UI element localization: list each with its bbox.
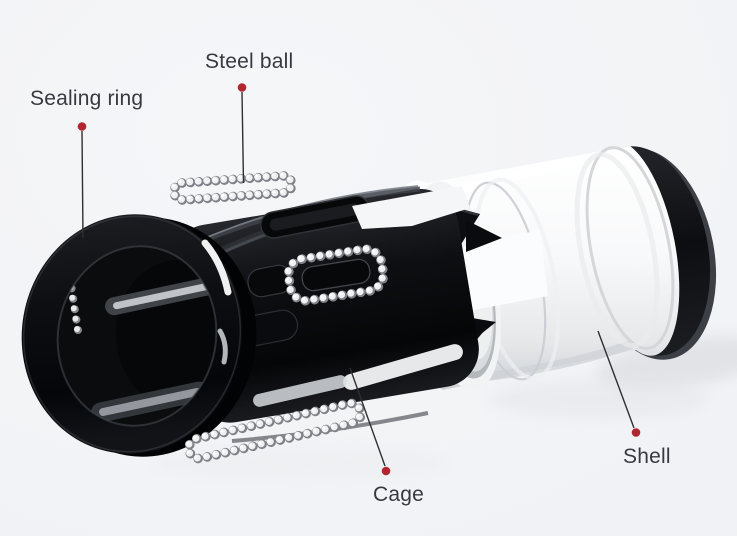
label-steel-ball: Steel ball xyxy=(205,50,294,73)
steel-ball-loop-middle xyxy=(284,245,385,303)
label-cage: Cage xyxy=(373,483,425,506)
callout-dots xyxy=(77,83,641,476)
callout-dot-shell xyxy=(631,428,641,437)
callout-dot-sealing-ring xyxy=(77,122,87,131)
callouts xyxy=(81,91,635,467)
leader-line-steel-ball xyxy=(241,91,245,184)
leader-line-cage xyxy=(349,367,386,467)
callout-dot-cage xyxy=(381,466,391,476)
label-sealing-ring: Sealing ring xyxy=(30,87,144,110)
sealing-ring-part xyxy=(21,214,257,457)
callout-dot-steel-ball xyxy=(237,83,247,92)
leader-line-shell xyxy=(597,330,635,429)
leader-line-sealing-ring xyxy=(81,130,84,239)
steel-ball-loop-top xyxy=(172,174,293,201)
label-shell: Shell xyxy=(623,445,671,468)
cage-cutout xyxy=(352,186,470,229)
